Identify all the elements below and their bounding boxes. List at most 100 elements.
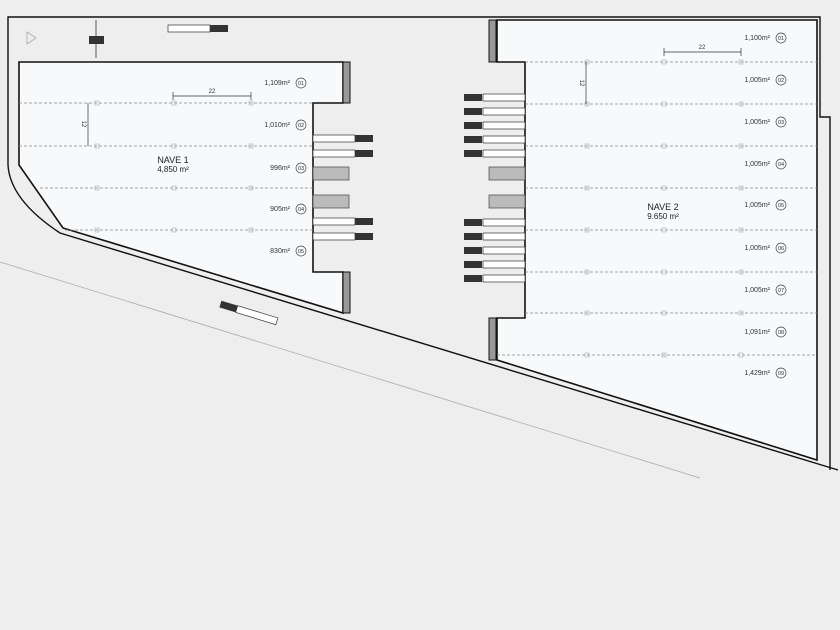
unit-label: 1,109m² 01 [264, 77, 307, 89]
unit-number-circle [775, 284, 787, 296]
column-marker [738, 310, 744, 316]
unit-area: 905m² [270, 206, 291, 213]
column-marker [661, 143, 667, 149]
unit-area: 1,109m² [264, 80, 290, 87]
unit-area: 1,005m² [744, 119, 770, 126]
unit-area: 1,005m² [744, 77, 770, 84]
unit-number: 03 [298, 166, 304, 172]
unit-area: 1,005m² [744, 287, 770, 294]
dimension-width: 22 [663, 45, 742, 56]
unit-area: 1,010m² [264, 122, 290, 129]
unit-label: 1,100m² 01 [744, 32, 787, 44]
dimension-label: 12 [578, 80, 584, 87]
unit-label: 1,010m² 02 [264, 119, 307, 131]
unit-number-circle [295, 245, 307, 257]
unit-number: 01 [298, 81, 304, 87]
column-marker [584, 101, 590, 107]
dimension-label: 22 [699, 45, 706, 51]
unit-number-circle [775, 74, 787, 86]
column-marker [584, 269, 590, 275]
unit-number: 02 [298, 123, 304, 129]
unit-number: 09 [778, 371, 784, 377]
column-marker [738, 59, 744, 65]
truck-icon [312, 149, 373, 158]
nave-2: 22 12 NAVE 2 9.650 m² 1,100m² 01 1,005m² 02… [464, 19, 818, 462]
building-name: NAVE 2 [647, 202, 678, 212]
unit-area: 1,005m² [744, 202, 770, 209]
column-marker [584, 185, 590, 191]
unit-area: 1,005m² [744, 245, 770, 252]
building-area: 4,850 m² [157, 165, 189, 174]
unit-area: 996m² [270, 165, 291, 172]
unit-area: 1,005m² [744, 161, 770, 168]
column-marker [738, 101, 744, 107]
column-marker [248, 185, 254, 191]
unit-area: 1,100m² [744, 35, 770, 42]
column-marker [171, 143, 177, 149]
unit-label: 830m² 05 [270, 245, 307, 257]
unit-number-circle [775, 158, 787, 170]
truck-icon [464, 93, 526, 102]
column-marker [94, 227, 100, 233]
unit-number: 07 [778, 288, 784, 294]
column-marker [661, 227, 667, 233]
column-marker [738, 269, 744, 275]
column-marker [584, 310, 590, 316]
truck-icon [312, 232, 373, 241]
unit-label: 996m² 03 [270, 162, 307, 174]
unit-label: 1,005m² 06 [744, 242, 787, 254]
unit-number-circle [775, 199, 787, 211]
column-marker [171, 227, 177, 233]
site-boundary [7, 16, 839, 471]
column-marker [661, 101, 667, 107]
unit-number: 01 [778, 36, 784, 42]
dimension-width: 22 [172, 89, 252, 100]
truck-icon [167, 24, 228, 33]
column-marker [661, 269, 667, 275]
column-marker [171, 185, 177, 191]
column-marker [584, 143, 590, 149]
unit-number-circle [775, 116, 787, 128]
truck-icon [464, 149, 526, 158]
loading-ramp [488, 166, 526, 181]
unit-label: 1,005m² 07 [744, 284, 787, 296]
column-marker [584, 227, 590, 233]
unit-number: 08 [778, 330, 784, 336]
truck-icon [464, 260, 526, 269]
unit-number-circle [775, 326, 787, 338]
building-area: 9.650 m² [647, 212, 679, 221]
unit-number-circle [295, 203, 307, 215]
loading-ramp [312, 166, 350, 181]
truck-icon [219, 300, 279, 326]
column-marker [661, 310, 667, 316]
unit-number: 04 [298, 207, 304, 213]
entrance-arrow-icon [26, 31, 37, 45]
column-marker [661, 59, 667, 65]
unit-number: 02 [778, 78, 784, 84]
truck-icon [464, 107, 526, 116]
truck-icon [464, 135, 526, 144]
loading-ramp [312, 194, 350, 209]
unit-area: 830m² [270, 248, 291, 255]
truck-icon [464, 232, 526, 241]
column-marker [171, 100, 177, 106]
column-marker [661, 352, 667, 358]
unit-area: 1,091m² [744, 329, 770, 336]
column-marker [661, 185, 667, 191]
dimension-label: 12 [80, 121, 86, 128]
column-marker [738, 352, 744, 358]
unit-number-circle [775, 32, 787, 44]
column-marker [584, 59, 590, 65]
unit-number-circle [295, 162, 307, 174]
column-marker [248, 100, 254, 106]
dimension-label: 22 [209, 89, 216, 95]
unit-area: 1,429m² [744, 370, 770, 377]
unit-number: 05 [298, 249, 304, 255]
unit-number: 06 [778, 246, 784, 252]
column-marker [738, 227, 744, 233]
dock-door [488, 19, 497, 63]
